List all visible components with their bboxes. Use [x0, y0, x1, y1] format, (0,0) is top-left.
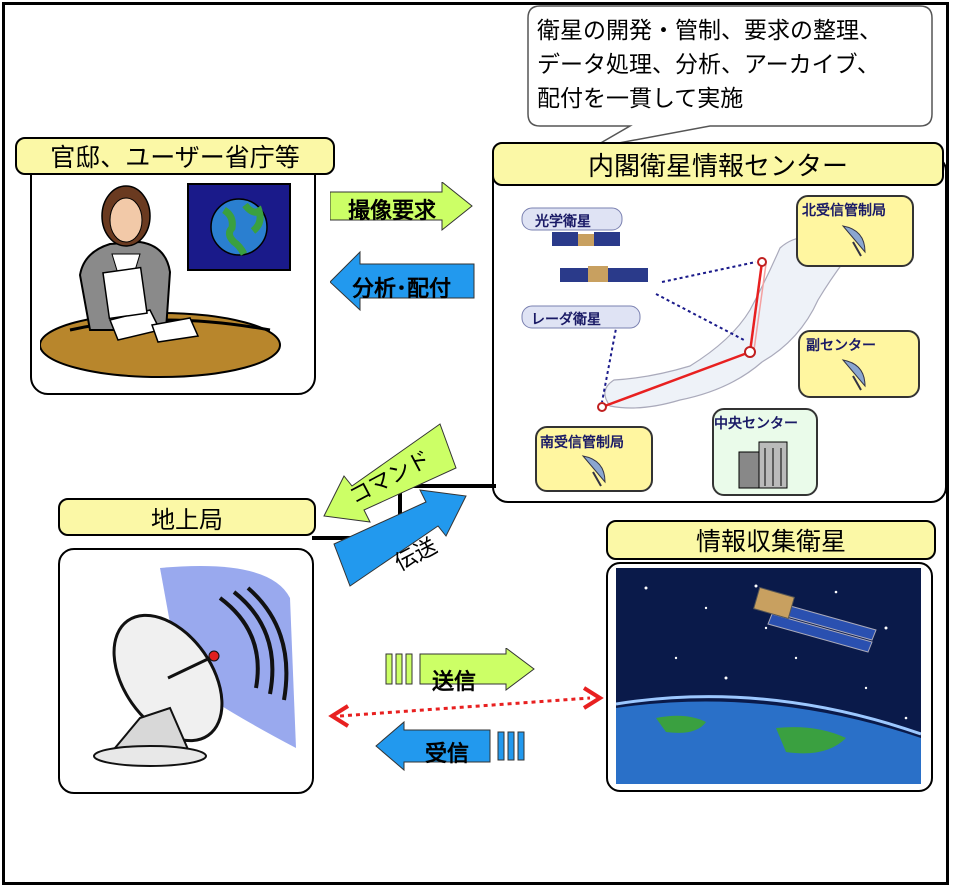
south-station-label: 南受信管制局: [540, 435, 624, 451]
user-title: 官邸、ユーザー省庁等: [15, 137, 335, 175]
user-center-arrows: [330, 182, 475, 312]
optical-satellite-label: 光学衛星: [535, 214, 591, 230]
signal-beam: [160, 566, 296, 748]
callout-line-1: 衛星の開発・管制、要求の整理、: [537, 18, 882, 44]
sub-center-antenna-icon: [841, 359, 866, 391]
center-title: 内閣衛星情報センター: [492, 142, 944, 186]
ground-title: 地上局: [58, 498, 316, 536]
north-station-label: 北受信管制局: [802, 203, 886, 219]
callout-bubble: [527, 5, 933, 149]
analysis-arrow-label: 分析･配付: [352, 277, 452, 302]
ground-center-arrows: [312, 423, 496, 587]
central-center-label: 中央センター: [714, 416, 798, 432]
send-arrow-label: 送信: [432, 670, 477, 695]
command-arrow: [323, 423, 457, 523]
receive-arrow: [375, 720, 491, 772]
receive-arrow-label: 受信: [425, 742, 470, 767]
radio-link-line: [339, 696, 591, 718]
radar-satellite-icon: [560, 266, 648, 282]
callout-line-2: データ処理、分析、アーカイブ、: [537, 52, 880, 78]
request-arrow-label: 撮像要求: [348, 199, 437, 224]
south-station-box: [535, 426, 653, 492]
callout-line-3: 配付を一貫して実施: [537, 86, 744, 112]
optical-satellite-icon: [552, 232, 620, 246]
radar-satellite-label: レーダ衛星: [531, 312, 601, 328]
center-network-map: [521, 207, 846, 412]
callout-text: 衛星の開発・管制、要求の整理、 データ処理、分析、アーカイブ、 配付を一貫して実…: [537, 14, 937, 116]
request-arrow: [330, 182, 473, 232]
south-antenna-icon: [581, 455, 606, 487]
radio-waves-icon: [218, 586, 289, 701]
space-scene-illustration: [616, 568, 921, 784]
japan-map-outline: [604, 236, 846, 409]
sub-center-label: 副センター: [806, 338, 876, 354]
send-receive-arrows: [328, 648, 604, 772]
north-antenna-icon: [841, 225, 866, 257]
satellite-icon: [753, 586, 877, 653]
satellite-dish-illustration: [93, 566, 296, 767]
send-arrow: [419, 648, 535, 691]
building-icon: [738, 441, 788, 489]
officer-at-desk-illustration: [40, 183, 291, 378]
analysis-arrow: [330, 250, 475, 312]
satellite-title: 情報収集衛星: [606, 520, 936, 560]
transmission-arrow: [333, 489, 467, 587]
